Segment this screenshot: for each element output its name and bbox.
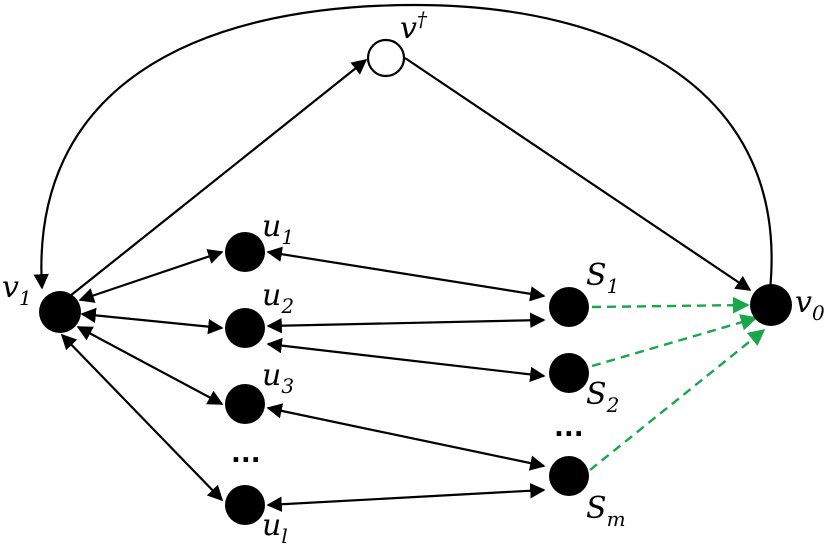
- node-S2: [549, 353, 589, 393]
- label-vdagger: v†: [400, 7, 428, 46]
- edge-u3-Sm: [266, 403, 546, 471]
- edge-ul-Sm: [266, 483, 546, 512]
- label-ul: ul: [262, 508, 288, 548]
- node-u1: [225, 232, 265, 272]
- label-v1: v1: [2, 270, 32, 310]
- label-u3: u3: [262, 358, 294, 398]
- edge-v1-u3: [76, 326, 224, 405]
- label-Sm: Sm: [586, 491, 626, 531]
- edge-u2-S1: [266, 312, 546, 334]
- s-column-ellipsis: ...: [554, 413, 584, 443]
- edge-u2-S2: [266, 337, 546, 383]
- edge-S1-v0-dashed: [591, 296, 750, 314]
- label-S1: S1: [586, 258, 619, 298]
- node-u2: [225, 308, 265, 348]
- node-v1: [39, 291, 81, 333]
- edge-v0-v1-arc: [33, 3, 773, 291]
- label-v0: v0: [795, 285, 825, 325]
- label-S2: S2: [586, 377, 619, 417]
- node-Sm: [549, 456, 589, 496]
- node-ul: [225, 485, 265, 525]
- edge-S2-v0-dashed: [591, 314, 758, 368]
- edge-u1-S1: [266, 246, 546, 302]
- label-u2: u2: [262, 278, 294, 318]
- node-v0: [750, 284, 792, 326]
- edge-v1-u1: [78, 249, 224, 303]
- label-u1: u1: [262, 209, 294, 249]
- edge-Sm-v0-dashed: [589, 328, 766, 471]
- node-S1: [549, 287, 589, 327]
- node-u3: [225, 384, 265, 424]
- node-vdagger: [366, 38, 406, 78]
- u-column-ellipsis: ...: [231, 439, 261, 469]
- edge-v1-u2: [80, 307, 224, 335]
- edge-v1-ul: [60, 333, 224, 502]
- edge-vdagger-v0: [404, 57, 752, 291]
